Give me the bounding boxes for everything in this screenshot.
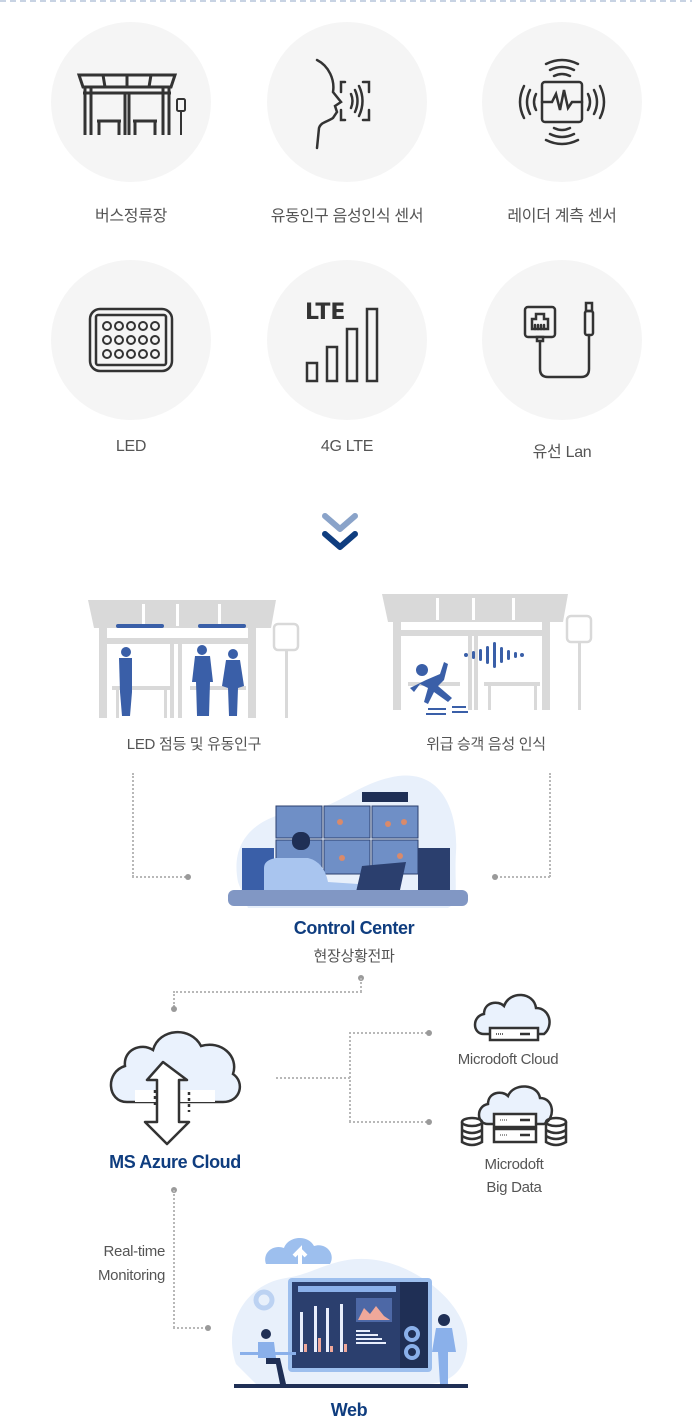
bus-shelter-icon: [76, 73, 186, 135]
connector-line: [173, 991, 362, 993]
led-dot: [126, 335, 136, 345]
led-dot: [114, 335, 124, 345]
connector-dot: [171, 1006, 177, 1012]
web-dashboard-illustration: [226, 1234, 476, 1390]
voice-recognition-icon: [315, 58, 371, 150]
device-circle-voice-sensor: [267, 22, 427, 182]
control-center-title: Control Center: [293, 918, 415, 938]
connector-line: [349, 1032, 427, 1034]
big-data-label-line2: Big Data: [486, 1179, 542, 1196]
device-circle-led: [51, 260, 211, 420]
top-dashed-divider: [0, 0, 692, 2]
connector-line: [173, 991, 175, 1007]
led-dot: [126, 321, 136, 331]
device-label: 레이더 계측 센서: [507, 208, 617, 225]
monitoring-line2: Monitoring: [97, 1267, 165, 1284]
device-label: LED: [115, 438, 147, 455]
device-label: 유선 Lan: [532, 444, 592, 461]
connector-line: [173, 1190, 175, 1328]
control-center-subtitle: 현장상황전파: [313, 948, 395, 965]
azure-title: MS Azure Cloud: [109, 1152, 241, 1172]
bus-shelter-fall-icon: [380, 592, 595, 722]
scene-label: 위급 승객 음성 인식: [426, 736, 546, 753]
led-dot: [114, 349, 124, 359]
connector-line: [132, 876, 186, 878]
connector-line: [360, 978, 362, 992]
connector-dot: [205, 1325, 211, 1331]
connector-line: [549, 773, 551, 877]
connector-dot: [426, 1030, 432, 1036]
bus-shelter-people-icon: [86, 598, 301, 722]
double-chevron-down-icon: [320, 510, 360, 556]
lte-signal-icon: LTE: [305, 300, 379, 383]
connector-line: [496, 876, 550, 878]
led-dot: [102, 349, 112, 359]
device-label: 버스정류장: [94, 208, 168, 225]
connector-dot: [426, 1119, 432, 1125]
radar-sensor-icon: [518, 58, 606, 146]
connector-line: [349, 1032, 351, 1122]
device-label: 유동인구 음성인식 센서: [270, 208, 424, 225]
device-circle-lte: LTE: [267, 260, 427, 420]
led-dot: [102, 321, 112, 331]
led-dot: [150, 321, 160, 331]
device-circle-bus-stop: [51, 22, 211, 182]
scene-label: LED 점등 및 유동인구: [126, 736, 262, 753]
connector-dot: [492, 874, 498, 880]
connector-line: [349, 1121, 427, 1123]
control-center-illustration: [228, 772, 468, 908]
monitoring-label: Real-time Monitoring: [60, 1240, 165, 1288]
led-dot: [102, 335, 112, 345]
led-panel-icon: [88, 307, 174, 373]
led-dot: [150, 335, 160, 345]
device-circle-lan: [482, 260, 642, 420]
led-dot: [150, 349, 160, 359]
connector-line: [276, 1077, 350, 1079]
sound-wave-icon: [464, 642, 524, 668]
web-title: Web: [330, 1400, 368, 1420]
led-dot: [138, 349, 148, 359]
microsoft-big-data-icon: [458, 1084, 570, 1148]
device-label: 4G LTE: [320, 438, 374, 455]
device-circle-radar: [482, 22, 642, 182]
led-dot: [126, 349, 136, 359]
big-data-label-line1: Microdoft: [484, 1156, 544, 1173]
monitoring-line1: Real-time: [103, 1243, 166, 1260]
led-dot: [114, 321, 124, 331]
lte-text: LTE: [305, 300, 345, 325]
connector-line: [173, 1327, 207, 1329]
microsoft-big-data-label: Microdoft Big Data: [414, 1153, 614, 1199]
connector-dot: [185, 874, 191, 880]
connector-line: [132, 773, 134, 877]
lan-cable-icon: [523, 301, 595, 379]
microsoft-cloud-icon: [472, 990, 554, 1044]
led-dot: [138, 335, 148, 345]
azure-cloud-icon: [105, 1022, 243, 1146]
led-dot: [138, 321, 148, 331]
microsoft-cloud-label: Microdoft Cloud: [457, 1051, 559, 1068]
